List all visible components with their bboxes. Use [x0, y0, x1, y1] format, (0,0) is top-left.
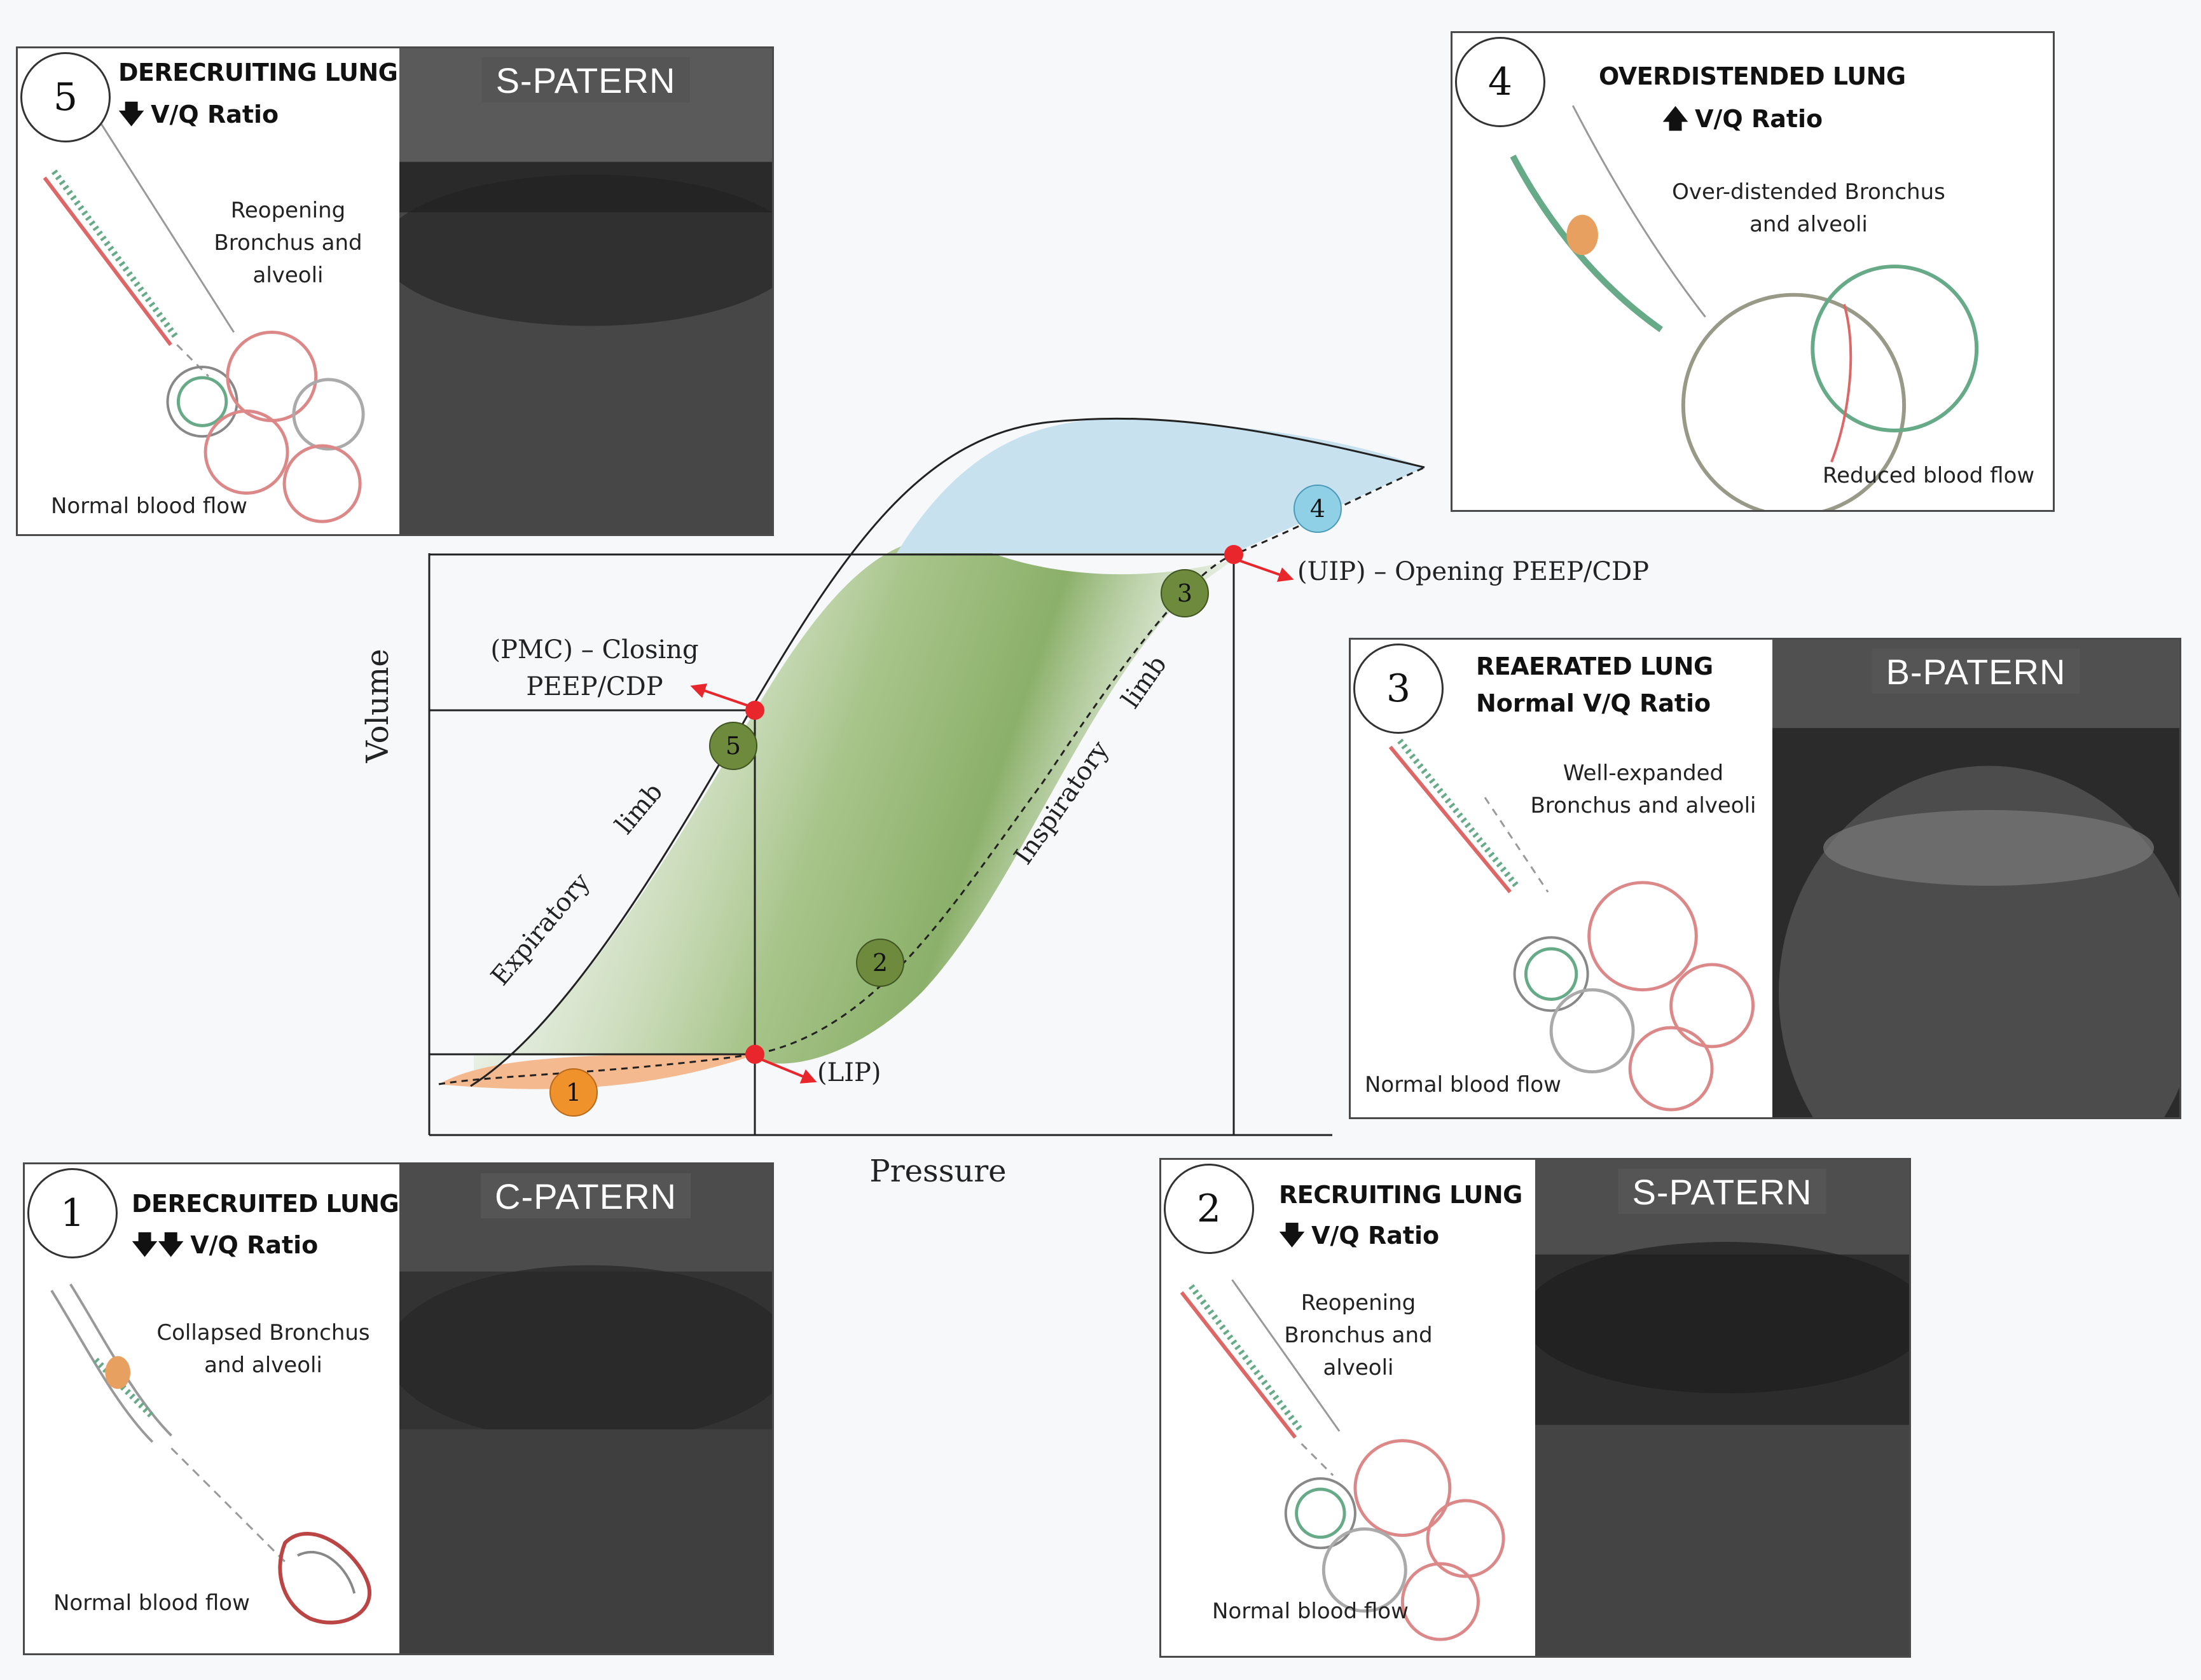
state-number-circle: 3	[1353, 644, 1444, 734]
state-number-circle: 4	[1455, 37, 1545, 127]
illustration-caption: Reopening Bronchus and alveoli	[1284, 1290, 1433, 1380]
up-arrow-icon: 🡅	[1662, 104, 1689, 134]
panel-recruiting-lung: 2 RECRUITING LUNG 🡇V/Q Ratio Reopening B…	[1159, 1158, 1911, 1658]
state-number-circle: 5	[20, 52, 111, 142]
marker-1-label: 1	[566, 1078, 581, 1106]
marker-5-label: 5	[726, 732, 741, 760]
inspiratory-limb-curve	[438, 466, 1425, 1085]
marker-4: 4	[1294, 485, 1342, 533]
state-ratio: 🡇V/Q Ratio	[118, 96, 279, 139]
panel-overdistended-lung: 4 OVERDISTENDED LUNG 🡅V/Q Ratio Over-dis…	[1451, 31, 2055, 512]
ratio-text: V/Q Ratio	[190, 1231, 319, 1259]
ultrasound-texture	[399, 1164, 772, 1653]
panel-derecruiting-lung: 5 DERECRUITING LUNG 🡇V/Q Ratio Reopening…	[16, 46, 774, 536]
ultrasound-pattern-label: S-PATERN	[481, 57, 690, 102]
state-number-circle: 1	[27, 1168, 118, 1258]
state-number-circle: 2	[1164, 1164, 1254, 1254]
ultrasound-pattern-label: C-PATERN	[481, 1173, 691, 1218]
state-title: DERECRUITING LUNG	[118, 59, 398, 86]
state-ratio: Normal V/Q Ratio	[1476, 689, 1711, 717]
illustration-caption: Collapsed Bronchus and alveoli	[156, 1320, 370, 1378]
marker-3-label: 3	[1177, 579, 1192, 607]
marker-2-label: 2	[873, 949, 888, 977]
overdistension-area	[897, 418, 1425, 553]
collapsed-bronchus-illustration	[50, 1283, 371, 1625]
uip-point	[1224, 545, 1243, 564]
ultrasound-image: S-PATERN	[1535, 1160, 1909, 1656]
marker-4-label: 4	[1310, 495, 1325, 523]
state-ratio: 🡇🡇V/Q Ratio	[132, 1227, 318, 1270]
blood-flow-label: Normal blood flow	[53, 1590, 250, 1616]
pmc-arrow	[690, 683, 749, 707]
expiratory-limb-curve	[470, 417, 1425, 1087]
blood-flow-label: Reduced blood flow	[1823, 463, 2035, 488]
ultrasound-image: C-PATERN	[399, 1164, 772, 1653]
ultrasound-image: S-PATERN	[399, 48, 772, 534]
lip-arrow	[761, 1058, 817, 1084]
ultrasound-texture	[1772, 640, 2179, 1117]
bronchus-alveoli-illustration	[43, 123, 365, 523]
marker-2: 2	[856, 939, 904, 987]
pmc-point	[745, 701, 764, 720]
derecruited-area	[439, 1054, 757, 1089]
panel-reaerated-lung: 3 REAERATED LUNG Normal V/Q Ratio Well-e…	[1349, 638, 2181, 1119]
illustration-area: 5 DERECRUITING LUNG 🡇V/Q Ratio Reopening…	[18, 48, 403, 534]
ratio-text: V/Q Ratio	[151, 100, 279, 128]
ultrasound-pattern-label: S-PATERN	[1618, 1169, 1826, 1214]
state-title: OVERDISTENDED LUNG	[1599, 62, 1906, 90]
state-ratio: 🡇V/Q Ratio	[1279, 1217, 1439, 1260]
hysteresis-area	[474, 538, 1234, 1084]
lip-label: (LIP)	[817, 1058, 881, 1087]
illustration-caption: Reopening Bronchus and alveoli	[214, 198, 362, 288]
ultrasound-pattern-label: B-PATERN	[1872, 649, 2080, 694]
bronchus-alveoli-illustration	[1180, 1279, 1505, 1641]
state-title: REAERATED LUNG	[1476, 652, 1713, 680]
illustration-area: 3 REAERATED LUNG Normal V/Q Ratio Well-e…	[1351, 640, 1770, 1117]
state-ratio: 🡅V/Q Ratio	[1662, 100, 1823, 144]
overdistended-illustration	[1510, 105, 1979, 510]
blood-flow-label: Normal blood flow	[51, 493, 247, 519]
marker-5: 5	[709, 722, 757, 770]
bronchus-alveoli-illustration	[1388, 738, 1755, 1112]
state-title: DERECRUITED LUNG	[132, 1190, 399, 1218]
ultrasound-texture	[399, 48, 772, 534]
pmc-label-line1: (PMC) – Closing	[490, 635, 698, 664]
pmc-label-line2: PEEP/CDP	[526, 672, 663, 701]
marker-3: 3	[1161, 569, 1209, 617]
x-axis-label: Pressure	[869, 1153, 1006, 1189]
illustration-area: 1 DERECRUITED LUNG 🡇🡇V/Q Ratio Collapsed…	[25, 1164, 403, 1653]
illustration-caption: Well-expanded Bronchus and alveoli	[1530, 761, 1756, 818]
ratio-text: V/Q Ratio	[1695, 105, 1823, 133]
ratio-text: V/Q Ratio	[1311, 1222, 1440, 1250]
state-title: RECRUITING LUNG	[1279, 1181, 1522, 1209]
ratio-text: Normal V/Q Ratio	[1476, 689, 1711, 717]
expiratory-limb-label-2: limb	[610, 778, 669, 840]
blood-flow-label: Normal blood flow	[1212, 1599, 1409, 1624]
panel-derecruited-lung: 1 DERECRUITED LUNG 🡇🡇V/Q Ratio Collapsed…	[23, 1162, 774, 1655]
uip-label: (UIP) – Opening PEEP/CDP	[1297, 557, 1649, 586]
lip-point	[745, 1045, 764, 1064]
illustration-area: 2 RECRUITING LUNG 🡇V/Q Ratio Reopening B…	[1161, 1160, 1539, 1656]
uip-arrow	[1239, 560, 1294, 582]
expiratory-limb-label-1: Expiratory	[485, 867, 596, 991]
ultrasound-image: B-PATERN	[1772, 640, 2179, 1117]
down-arrow-icon: 🡇	[1279, 1221, 1306, 1250]
down-arrow-icon: 🡇	[118, 100, 145, 129]
illustration-caption: Over-distended Bronchus and alveoli	[1672, 179, 1945, 237]
double-down-arrow-icon: 🡇🡇	[132, 1230, 184, 1260]
y-axis-label: Volume	[360, 649, 396, 763]
marker-1: 1	[549, 1068, 598, 1117]
ultrasound-texture	[1535, 1160, 1909, 1656]
blood-flow-label: Normal blood flow	[1365, 1072, 1561, 1098]
